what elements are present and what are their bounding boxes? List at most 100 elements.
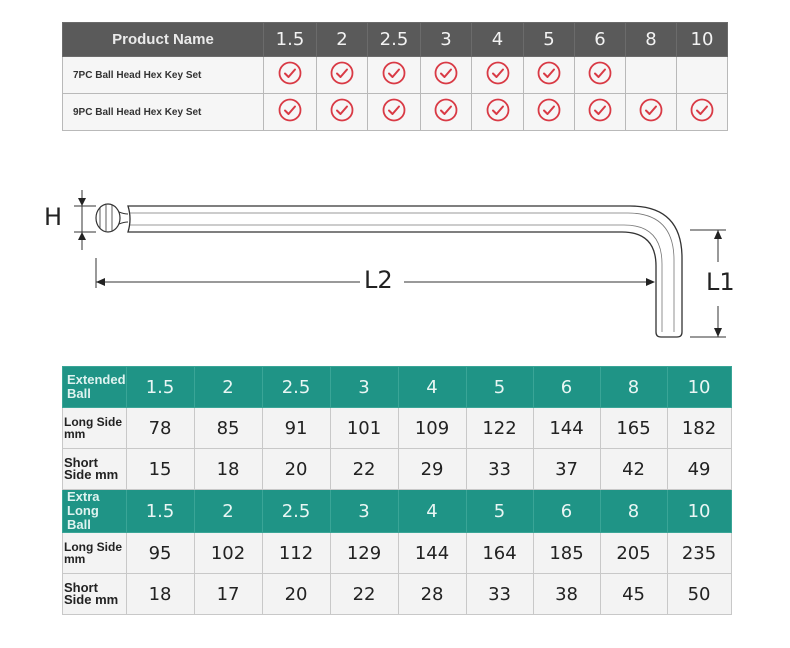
check-circle-icon xyxy=(486,98,509,121)
size-cell: 2 xyxy=(193,366,263,408)
short-side-value: 22 xyxy=(329,448,399,490)
check-circle-icon xyxy=(639,98,663,121)
long-side-value: 85 xyxy=(193,407,263,449)
size-cell: 10 xyxy=(666,366,732,408)
long-side-label: Long Side mm xyxy=(62,407,127,449)
long-side-value: 122 xyxy=(465,407,534,449)
long-side-value: 129 xyxy=(329,532,399,574)
size-cell: 3 xyxy=(329,366,399,408)
check-circle-icon xyxy=(537,98,561,121)
hex-key-drawing xyxy=(74,190,726,338)
short-side-value: 22 xyxy=(329,573,399,615)
check-circle-icon xyxy=(588,61,612,84)
short-side-value: 18 xyxy=(125,573,195,615)
group-label: Extra Long Ball xyxy=(62,489,127,533)
check-circle-icon xyxy=(330,98,354,121)
size-header: 4 xyxy=(471,22,524,57)
long-side-value: 102 xyxy=(193,532,263,574)
short-side-value: 49 xyxy=(666,448,732,490)
long-side-value: 144 xyxy=(397,532,467,574)
size-cell: 2 xyxy=(193,489,263,533)
compat-cell xyxy=(574,56,626,94)
long-side-value: 205 xyxy=(599,532,668,574)
compat-row: 7PC Ball Head Hex Key Set xyxy=(62,56,728,94)
short-side-value: 33 xyxy=(465,448,534,490)
long-side-value: 235 xyxy=(666,532,732,574)
short-side-value: 29 xyxy=(397,448,467,490)
compat-row: 9PC Ball Head Hex Key Set xyxy=(62,93,728,131)
l2-arrow-left xyxy=(96,278,105,286)
compat-cell xyxy=(316,93,368,131)
check-circle-icon xyxy=(588,98,612,121)
compat-cell xyxy=(523,93,575,131)
size-header: 6 xyxy=(574,22,626,57)
short-side-value: 50 xyxy=(666,573,732,615)
size-cell: 8 xyxy=(599,489,668,533)
group-label: Extended Ball xyxy=(62,366,127,408)
hex-key-body xyxy=(127,205,683,338)
size-cell: 5 xyxy=(465,366,534,408)
compat-cell xyxy=(420,56,472,94)
size-cell: 2.5 xyxy=(261,366,331,408)
compat-cell xyxy=(471,93,524,131)
l1-label: L1 xyxy=(706,268,735,296)
long-side-value: 144 xyxy=(532,407,601,449)
compat-cell xyxy=(471,56,524,94)
size-cell: 2.5 xyxy=(261,489,331,533)
compat-cell xyxy=(263,56,317,94)
size-header: 10 xyxy=(676,22,728,57)
short-side-label: Short Side mm xyxy=(62,448,127,490)
size-cell: 1.5 xyxy=(125,366,195,408)
check-circle-icon xyxy=(486,61,509,84)
product-name-cell: 9PC Ball Head Hex Key Set xyxy=(62,93,264,131)
short-side-label: Short Side mm xyxy=(62,573,127,615)
size-cell: 8 xyxy=(599,366,668,408)
short-side-value: 15 xyxy=(125,448,195,490)
check-circle-icon xyxy=(434,98,458,121)
product-name-header: Product Name xyxy=(62,22,264,57)
long-side-label: Long Side mm xyxy=(62,532,127,574)
long-side-value: 95 xyxy=(125,532,195,574)
hex-key-dimension-diagram: H L2 L1 xyxy=(0,170,790,350)
long-side-value: 164 xyxy=(465,532,534,574)
size-header: 8 xyxy=(625,22,677,57)
compat-cell xyxy=(316,56,368,94)
check-circle-icon xyxy=(382,98,406,121)
l1-arrow-bottom xyxy=(714,328,722,337)
short-side-value: 17 xyxy=(193,573,263,615)
l2-label: L2 xyxy=(364,266,393,294)
size-cell: 1.5 xyxy=(125,489,195,533)
size-header: 1.5 xyxy=(263,22,317,57)
size-cell: 3 xyxy=(329,489,399,533)
compat-header-row: Product Name 1.5 2 2.5 3 4 5 6 8 10 xyxy=(62,22,728,57)
check-circle-icon xyxy=(434,61,458,84)
short-side-value: 33 xyxy=(465,573,534,615)
long-side-value: 185 xyxy=(532,532,601,574)
compat-cell xyxy=(523,56,575,94)
check-circle-icon xyxy=(690,98,714,121)
l1-arrow-top xyxy=(714,230,722,239)
short-side-value: 20 xyxy=(261,573,331,615)
ball-end-outline xyxy=(95,203,121,233)
check-circle-icon xyxy=(330,61,354,84)
product-name-cell: 7PC Ball Head Hex Key Set xyxy=(62,56,264,94)
long-side-value: 101 xyxy=(329,407,399,449)
short-side-value: 18 xyxy=(193,448,263,490)
l2-arrow-right xyxy=(646,278,655,286)
size-header: 3 xyxy=(420,22,472,57)
long-side-value: 182 xyxy=(666,407,732,449)
size-cell: 6 xyxy=(532,366,601,408)
size-cell: 6 xyxy=(532,489,601,533)
size-header: 5 xyxy=(523,22,575,57)
size-cell: 10 xyxy=(666,489,732,533)
compat-cell xyxy=(676,93,728,131)
short-side-value: 42 xyxy=(599,448,668,490)
h-arrow-bottom xyxy=(78,232,86,240)
compat-cell xyxy=(367,56,421,94)
check-circle-icon xyxy=(382,61,406,84)
short-side-value: 20 xyxy=(261,448,331,490)
